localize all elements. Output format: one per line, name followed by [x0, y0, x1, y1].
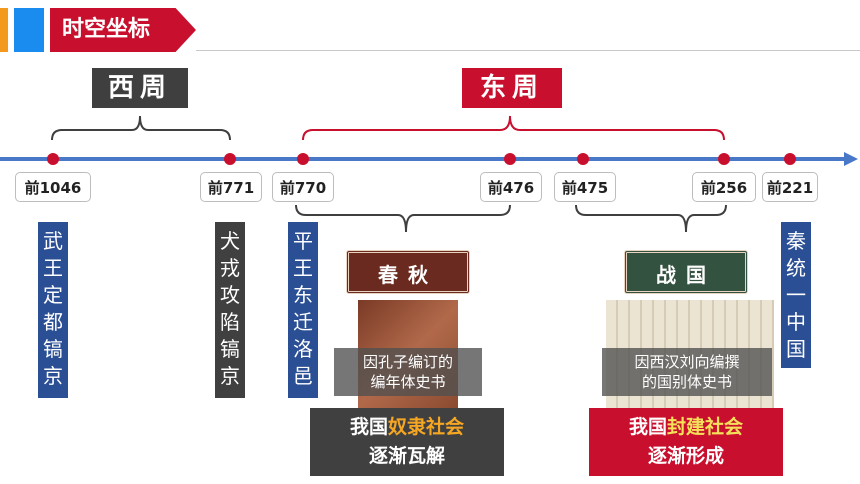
page-title: 时空坐标 [50, 8, 196, 52]
event-wu-wang-capital: 武王定都镐京 [38, 222, 68, 398]
year-box-221: 前221 [762, 172, 818, 202]
header-divider [196, 50, 860, 51]
year-box-476: 前476 [480, 172, 542, 202]
chunqiu-brace [295, 204, 511, 233]
chunqiu-caption: 因孔子编订的编年体史书 [334, 348, 482, 396]
dongzhou-brace [302, 115, 725, 141]
summary-feudal-society: 我国封建社会 逐渐形成 [589, 408, 783, 476]
year-box-771: 前771 [200, 172, 262, 202]
timeline-dot-770 [297, 153, 309, 165]
event-pingwang-move-east: 平王东迁洛邑 [288, 222, 318, 398]
xizhou-brace [51, 115, 231, 141]
year-box-770: 前770 [272, 172, 334, 202]
zhanguo-brace [575, 204, 727, 233]
event-qin-unify: 秦统一中国 [781, 222, 811, 368]
highlight-slave-society: 奴隶社会 [388, 416, 465, 438]
chunqiu-card: 春秋 [346, 250, 470, 294]
xizhou-label: 西周 [92, 68, 188, 108]
zhanguo-caption: 因西汉刘向编撰的国别体史书 [602, 348, 772, 396]
highlight-feudal-society: 封建社会 [667, 416, 744, 438]
timeline-dot-1046 [47, 153, 59, 165]
timeline-dot-476 [504, 153, 516, 165]
summary-slave-society: 我国奴隶社会 逐渐瓦解 [310, 408, 504, 476]
timeline-arrow [844, 152, 858, 166]
dongzhou-label: 东周 [462, 68, 562, 108]
header-accent-blue [14, 8, 44, 52]
timeline-dot-771 [224, 153, 236, 165]
year-box-475: 前475 [554, 172, 616, 202]
timeline-dot-221 [784, 153, 796, 165]
year-box-1046: 前1046 [15, 172, 91, 202]
year-box-256: 前256 [692, 172, 756, 202]
timeline-dot-256 [718, 153, 730, 165]
event-quanrong-attack: 犬戎攻陷镐京 [215, 222, 245, 398]
timeline-dot-475 [577, 153, 589, 165]
zhanguo-card: 战国 [624, 250, 748, 294]
header-accent-orange [0, 8, 8, 52]
